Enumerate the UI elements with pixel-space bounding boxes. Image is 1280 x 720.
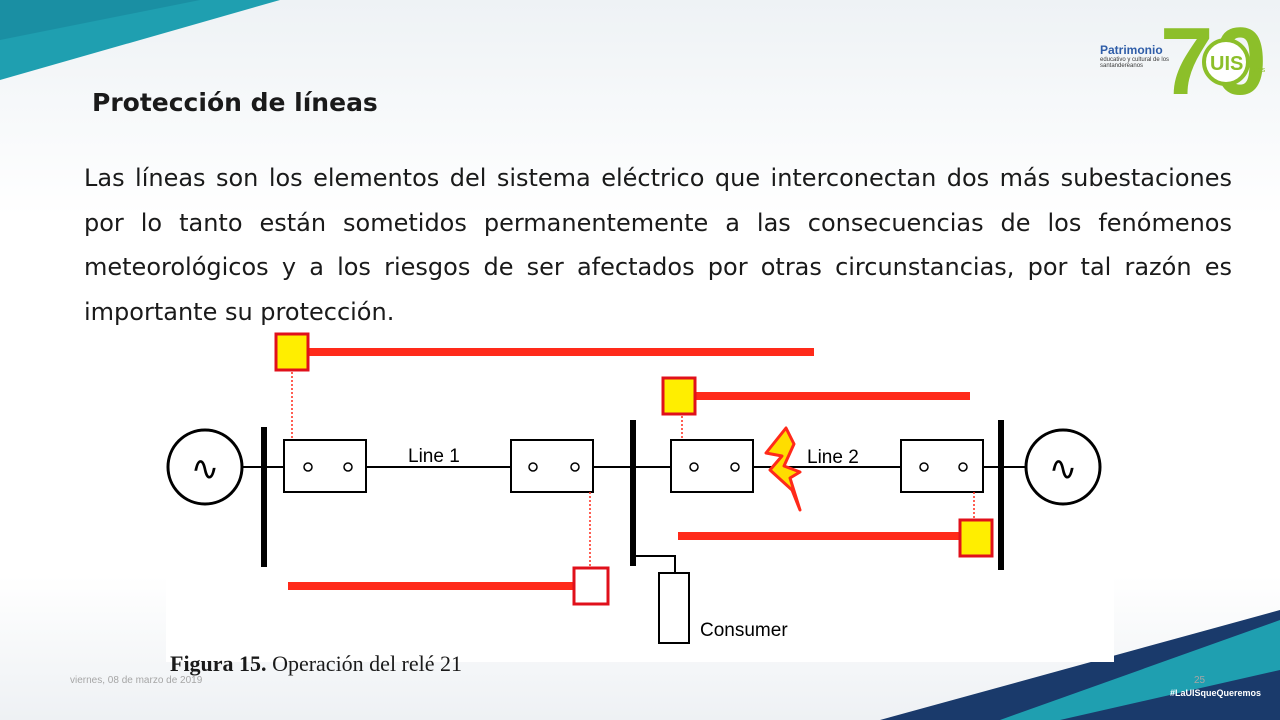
uis-70-logo: 70 UIS años: [1160, 10, 1267, 102]
generator-left: ∿: [166, 428, 244, 506]
logo-subtitle: educativo y cultural de los santanderean…: [1100, 57, 1170, 69]
svg-text:∿: ∿: [1049, 449, 1078, 489]
caption-text: Operación del relé 21: [266, 651, 463, 676]
bottom-right-decoration: [880, 610, 1280, 720]
bus-2: [630, 420, 636, 566]
svg-text:∿: ∿: [191, 449, 220, 489]
relay-3: [661, 376, 697, 416]
footer-date: viernes, 08 de marzo de 2019: [70, 675, 203, 686]
relay-3-signal: [694, 392, 970, 400]
relay-2: [572, 566, 610, 606]
fault-lightning-icon: [764, 426, 802, 512]
top-left-decoration: [0, 0, 280, 80]
consumer-label: Consumer: [700, 620, 788, 641]
caption-label: Figura 15.: [170, 651, 267, 676]
relay-4-signal: [678, 532, 960, 540]
line-2-label: Line 2: [807, 447, 859, 468]
breaker-4: [900, 439, 984, 493]
consumer-load: [658, 572, 690, 644]
relay-1-signal: [306, 348, 814, 356]
footer-hashtag: #LaUISqueQueremos: [1170, 688, 1262, 698]
svg-text:años: años: [1250, 67, 1266, 74]
slide-title: Protección de líneas: [92, 88, 378, 117]
line-1-label: Line 1: [408, 446, 460, 467]
figure-caption: Figura 15. Operación del relé 21: [170, 651, 462, 677]
relay-operation-diagram: ∿ ∿ Line 1 Line 2 Consumer: [166, 332, 1114, 662]
breaker-1: [283, 439, 367, 493]
breaker-2: [510, 439, 594, 493]
relay-4: [958, 518, 994, 558]
bus-3: [998, 420, 1004, 570]
breaker-3: [670, 439, 754, 493]
logo-name: Patrimonio: [1100, 43, 1163, 57]
logo-text: Patrimonio educativo y cultural de los s…: [1100, 44, 1180, 69]
bus-1: [261, 427, 267, 567]
generator-right: ∿: [1024, 428, 1102, 506]
consumer-feeder: [636, 555, 676, 574]
slide-body: Las líneas son los elementos del sistema…: [84, 164, 1232, 326]
relay-1: [274, 332, 310, 372]
page-number: 25: [1194, 675, 1206, 686]
relay-2-signal: [288, 582, 574, 590]
svg-text:UIS: UIS: [1210, 53, 1243, 75]
